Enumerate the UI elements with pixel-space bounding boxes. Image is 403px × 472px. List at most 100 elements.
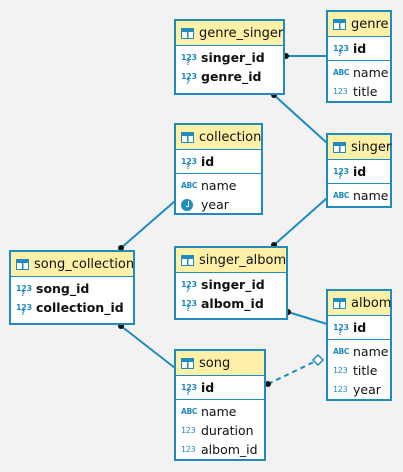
numeric-icon: 123 [181,383,197,397]
column-row[interactable]: 123 albom_id [176,294,286,313]
table-header: genre_singer [176,21,283,46]
table-header: genre [328,12,390,37]
column-row[interactable]: 123 title [328,361,390,380]
numeric-icon: 123 [16,284,32,298]
column-row[interactable]: 123 id [328,162,390,181]
numeric-icon: 123 [333,44,349,58]
column-row[interactable]: 123 singer_id [176,48,283,67]
table-header: albom [328,291,391,316]
column-row[interactable]: 123 id [328,318,390,337]
key-section: 123 singer_id 123 albom_id [176,273,286,315]
text-icon: ABC [333,191,350,200]
column-name: id [353,41,367,56]
table-singer_albom[interactable]: singer_albom 123 singer_id 123 albom_id [174,246,288,320]
numeric-icon: 123 [181,299,197,313]
column-row[interactable]: 123genre_id [176,67,283,86]
numeric-icon: 123 [181,445,196,454]
table-title: collection [199,129,262,145]
numeric-icon: 123 [181,53,197,67]
table-title: genre_singer [199,25,284,41]
table-header: collection [176,125,261,150]
rel-end-dot [118,245,124,251]
column-name: name [201,404,237,419]
column-row[interactable]: 123 song_id [11,279,133,298]
key-section: 123 id [176,376,264,399]
column-name: id [353,164,367,179]
table-icon [333,297,346,309]
column-name: id [201,154,215,169]
numeric-icon: 123 [181,426,196,435]
table-header: singer [328,135,391,160]
key-section: 123 id [328,160,390,183]
key-section: 123 singer_id 123genre_id [176,46,283,88]
rel-end-dot [265,381,271,387]
column-name: genre_id [201,69,262,84]
numeric-icon: 123 [333,385,348,394]
table-genre_singer[interactable]: genre_singer 123 singer_id 123genre_id [174,19,285,95]
key-section: 123id [176,150,261,173]
numeric-icon: 123 [333,87,348,96]
rel-singer_albom-albom [287,311,328,325]
table-title: genre [351,16,389,32]
table-title: song_collection [34,256,135,272]
table-icon [181,131,194,143]
table-icon [333,18,346,30]
column-row[interactable]: 123collection_id [11,298,133,317]
column-row[interactable]: 123 id [328,39,390,58]
table-header: song [176,351,264,376]
column-name: albom_id [201,296,264,311]
column-name: duration [201,423,254,438]
numeric-icon: 123 [333,366,348,375]
key-section: 123 id [328,37,390,60]
table-title: singer_albom [199,252,287,268]
table-song_collection[interactable]: song_collection 123 song_id 123collection… [9,250,135,325]
column-name: singer_id [201,277,265,292]
table-icon [16,258,29,270]
rel-singer_albom-singer [273,197,328,246]
column-name: name [353,65,389,80]
rel-song_collection-song [120,325,176,369]
column-row[interactable]: 123 singer_id [176,275,286,294]
key-section: 123 song_id 123collection_id [11,277,133,319]
key-section: 123 id [328,316,390,339]
column-row[interactable]: year [176,195,261,214]
column-name: id [353,320,367,335]
text-icon: ABC [181,407,198,416]
text-icon: ABC [333,347,350,356]
column-row[interactable]: 123 id [176,378,264,397]
rel-genre_singer-singer [273,94,328,144]
numeric-icon: 123 [333,167,349,181]
column-name: name [201,178,237,193]
column-row[interactable]: 123id [176,152,261,171]
column-name: title [353,363,378,378]
table-icon [181,254,194,266]
numeric-icon: 123 [181,280,197,294]
numeric-icon: 123 [333,323,349,337]
table-icon [181,27,194,39]
column-name: name [353,188,389,203]
column-name: id [201,380,215,395]
column-name: year [201,197,229,212]
numeric-icon: 123 [16,303,32,317]
table-icon [181,357,194,369]
column-name: song_id [36,281,90,296]
column-name: singer_id [201,50,265,65]
column-row[interactable]: 123 duration [176,421,264,440]
